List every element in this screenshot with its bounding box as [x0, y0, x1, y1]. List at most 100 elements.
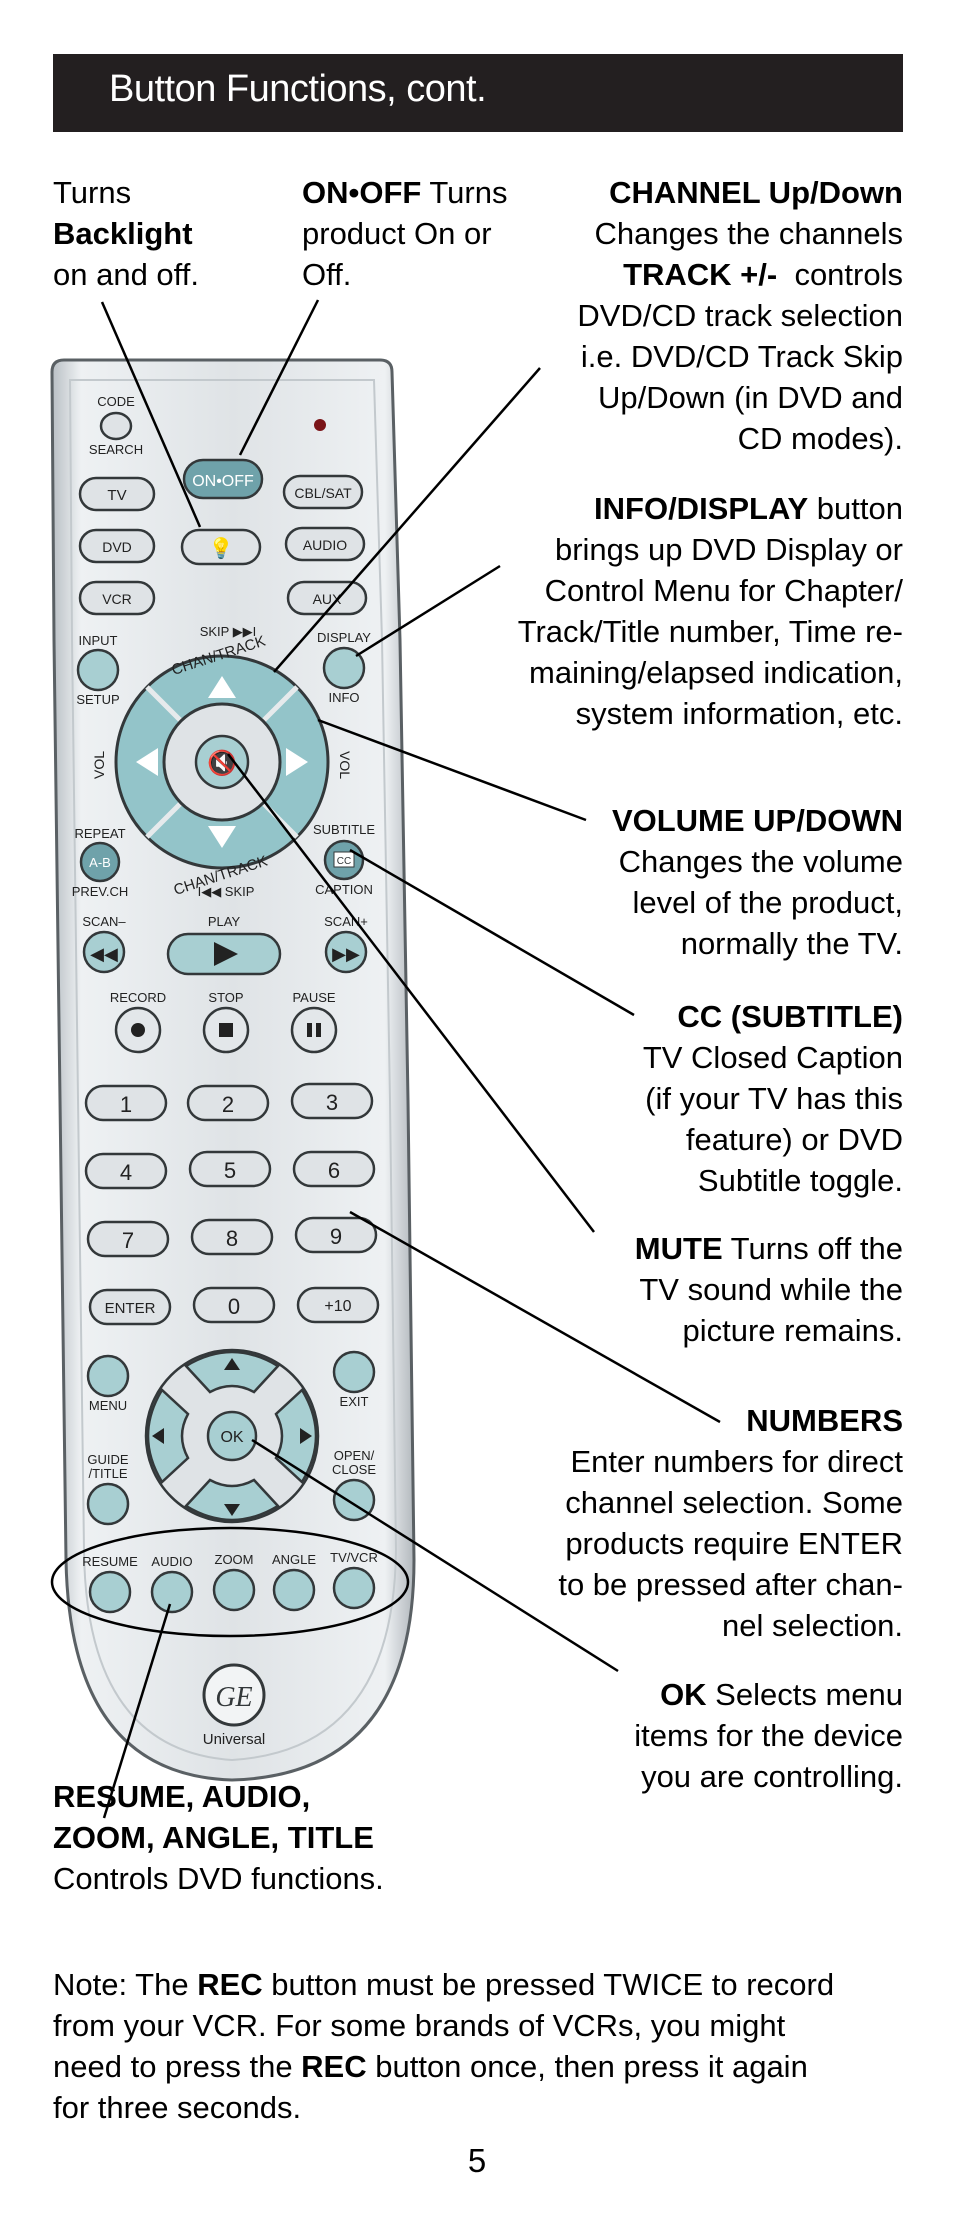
digit-0-button[interactable] — [192, 1286, 276, 1324]
ok-text-1: Selects menu — [706, 1677, 903, 1712]
ok-button[interactable] — [206, 1410, 258, 1462]
digit-2-label: 2 — [222, 1092, 234, 1117]
onoff-bold: ON•OFF — [302, 175, 422, 210]
backlight-button[interactable] — [180, 528, 262, 566]
onoff-button[interactable] — [182, 458, 264, 500]
cc-bold: CC (SUBTITLE) — [677, 999, 903, 1034]
cc-text-5: Subtitle toggle. — [697, 1163, 903, 1198]
exit-button[interactable] — [332, 1350, 376, 1394]
numbers-callout: NUMBERS Enter numbers for direct channel… — [558, 1400, 903, 1646]
exit-label: EXIT — [340, 1394, 369, 1409]
open-label: OPEN/ — [334, 1448, 375, 1463]
display-label: DISPLAY — [317, 630, 371, 645]
tv-button[interactable] — [78, 476, 156, 512]
resume-button[interactable] — [88, 1570, 132, 1614]
digit-6-button[interactable] — [292, 1150, 376, 1188]
info-display-button[interactable] — [322, 646, 366, 690]
menu-up-button[interactable] — [184, 1350, 280, 1394]
volume-down-arrow-icon[interactable] — [136, 748, 158, 776]
scan-plus-button[interactable] — [324, 930, 368, 974]
tvvcr-button[interactable] — [332, 1566, 376, 1610]
enter-label: ENTER — [105, 1300, 156, 1317]
audio-device-label: AUDIO — [303, 537, 347, 553]
skip-back-label: I◀◀ SKIP — [198, 884, 255, 899]
digit-9-label: 9 — [330, 1224, 342, 1249]
ge-logo-text: GE — [215, 1682, 252, 1713]
scan-minus-button[interactable] — [82, 930, 126, 974]
cc-icon — [333, 851, 355, 868]
cc-text-4: feature) or DVD — [685, 1122, 903, 1157]
menu-right-arrow-icon — [300, 1428, 312, 1444]
note-rec-bold-1: REC — [197, 1967, 263, 2002]
numbers-text-2: Enter numbers for direct — [570, 1444, 903, 1479]
menu-right-button[interactable] — [274, 1388, 318, 1484]
digit-1-button[interactable] — [84, 1084, 168, 1122]
mute-callout: MUTE Turns off the TV sound while the pi… — [635, 1228, 903, 1351]
zoom-button[interactable] — [212, 1568, 256, 1612]
close-label: CLOSE — [332, 1462, 376, 1477]
menu-down-button[interactable] — [184, 1478, 280, 1522]
digit-2-button[interactable] — [186, 1084, 270, 1122]
input-setup-button[interactable] — [76, 648, 120, 692]
angle-label: ANGLE — [272, 1552, 316, 1567]
plus10-button[interactable] — [296, 1286, 380, 1324]
cblsat-label: CBL/SAT — [294, 485, 352, 501]
onoff-text-2: product On or — [302, 216, 492, 251]
zoom-label: ZOOM — [215, 1552, 254, 1567]
vcr-button[interactable] — [78, 580, 156, 616]
note-rec-bold-2: REC — [301, 2049, 367, 2084]
pause-icon — [316, 1023, 321, 1037]
digit-3-label: 3 — [326, 1090, 338, 1115]
dvd-button[interactable] — [78, 528, 156, 564]
pause-button[interactable] — [290, 1006, 338, 1054]
volume-text-3: level of the product, — [632, 885, 903, 920]
audio-button[interactable] — [150, 1570, 194, 1614]
mute-text-3: picture remains. — [682, 1313, 903, 1348]
volume-up-arrow-icon[interactable] — [286, 748, 308, 776]
channel-text-4: DVD/CD track selection — [577, 298, 903, 333]
repeat-prevch-button[interactable] — [79, 841, 121, 883]
audio-device-button[interactable] — [284, 526, 366, 562]
note-text-3: from your VCR. For some brands of VCRs, … — [53, 2008, 786, 2043]
audio-label: AUDIO — [151, 1554, 192, 1569]
menu-button[interactable] — [86, 1354, 130, 1398]
mute-text-2: TV sound while the — [639, 1272, 903, 1307]
volume-text-4: normally the TV. — [680, 926, 903, 961]
caption-label: CAPTION — [315, 882, 373, 897]
menu-down-arrow-icon — [224, 1504, 240, 1516]
setup-label: SETUP — [76, 692, 119, 707]
digit-5-button[interactable] — [188, 1150, 272, 1188]
onoff-text-1: Turns — [421, 175, 508, 210]
menu-left-button[interactable] — [146, 1388, 190, 1484]
plus10-label: +10 — [324, 1298, 351, 1315]
guide-title-button[interactable] — [86, 1482, 130, 1526]
tvvcr-label: TV/VCR — [330, 1550, 378, 1565]
cc-text-2: TV Closed Caption — [642, 1040, 903, 1075]
track-bold: TRACK +/- — [623, 257, 778, 292]
digit-5-label: 5 — [224, 1158, 236, 1183]
note-text-2: button must be pressed TWICE to record — [262, 1967, 835, 2002]
digit-9-button[interactable] — [294, 1216, 378, 1254]
numbers-text-4: products require ENTER — [565, 1526, 903, 1561]
fast-forward-icon: ▶▶ — [332, 944, 360, 965]
digit-7-button[interactable] — [86, 1220, 170, 1258]
channel-text-7: CD modes). — [737, 421, 903, 456]
digit-1-label: 1 — [120, 1092, 132, 1117]
mute-button[interactable] — [194, 734, 250, 790]
channel-bold: CHANNEL Up/Down — [609, 175, 903, 210]
digit-4-button[interactable] — [84, 1152, 168, 1190]
dvdfuncs-bold-2: ZOOM, ANGLE, TITLE — [53, 1820, 374, 1855]
bulb-icon: 💡 — [209, 536, 234, 560]
digit-8-button[interactable] — [190, 1218, 274, 1256]
channel-up-arrow-icon[interactable] — [208, 676, 236, 698]
numbers-bold: NUMBERS — [746, 1403, 903, 1438]
enter-button[interactable] — [88, 1288, 172, 1326]
cblsat-button[interactable] — [282, 474, 364, 510]
record-icon — [131, 1023, 145, 1037]
digit-3-button[interactable] — [290, 1082, 374, 1120]
channel-text-3: controls — [777, 257, 903, 292]
code-search-button[interactable] — [99, 411, 133, 441]
ok-bold: OK — [660, 1677, 707, 1712]
angle-button[interactable] — [272, 1568, 316, 1612]
channel-down-arrow-icon[interactable] — [208, 826, 236, 848]
